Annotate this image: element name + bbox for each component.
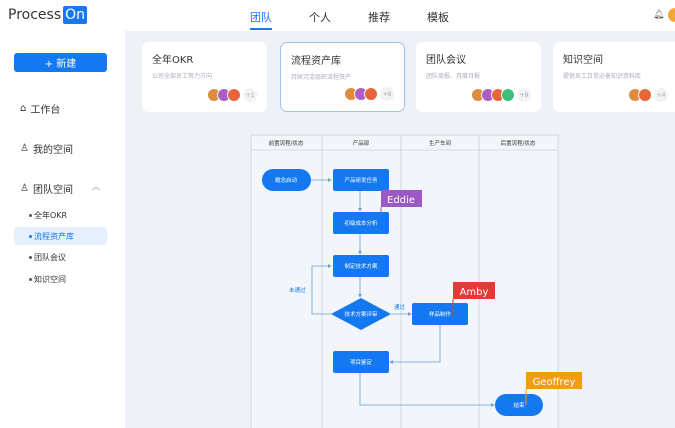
cursor-geoffrey: Geoffrey bbox=[525, 372, 582, 405]
node-cost bbox=[333, 212, 389, 234]
lane-header: 后置流程/状态 bbox=[501, 139, 536, 147]
svg-text:初级成本分析: 初级成本分析 bbox=[344, 219, 378, 227]
tab-team[interactable]: 团队 bbox=[250, 11, 272, 24]
edge-label-pass: 通过 bbox=[394, 303, 406, 311]
svg-text:Geoffrey: Geoffrey bbox=[533, 377, 576, 388]
lane-header: 产品部 bbox=[353, 139, 370, 147]
member-avatars: +9 bbox=[471, 88, 531, 102]
sidebar-item-workbench[interactable]: ⌂工作台 bbox=[20, 103, 61, 116]
cursor-amby: Amby bbox=[452, 282, 495, 316]
sidebar-sub-okr[interactable]: 全年OKR bbox=[14, 206, 107, 224]
space-card[interactable]: 知识空间提供员工日常必备知识资料库 +4 bbox=[553, 42, 675, 112]
node-appraise bbox=[333, 351, 389, 373]
tab-personal[interactable]: 个人 bbox=[309, 11, 331, 24]
node-end bbox=[495, 394, 543, 416]
cursor-eddie: Eddie bbox=[380, 190, 422, 213]
new-button[interactable]: + 新建 bbox=[14, 53, 107, 72]
svg-text:概念启动: 概念启动 bbox=[275, 176, 298, 184]
sidebar-sub-process-assets[interactable]: 流程资产库 bbox=[14, 227, 107, 245]
user-icon: ♙ bbox=[20, 143, 29, 154]
svg-text:Amby: Amby bbox=[460, 287, 489, 298]
active-tab-indicator bbox=[250, 28, 272, 30]
sidebar-sub-meetings[interactable]: 团队会议 bbox=[14, 248, 107, 266]
space-card[interactable]: 团队会议团队周报、月度月报 +9 bbox=[416, 42, 541, 112]
svg-text:产品研发任务: 产品研发任务 bbox=[344, 176, 378, 184]
avatar[interactable] bbox=[668, 8, 675, 22]
member-avatars: +1 bbox=[207, 88, 257, 102]
tab-templates[interactable]: 模板 bbox=[427, 11, 449, 24]
lane-header: 前置流程/状态 bbox=[269, 139, 304, 147]
node-review bbox=[331, 298, 391, 330]
node-sample bbox=[412, 303, 468, 325]
node-start bbox=[262, 169, 311, 191]
bell-icon[interactable]: 🔔︎ bbox=[653, 10, 665, 20]
space-card[interactable]: 流程资产库持续沉淀组织流程资产 +6 bbox=[280, 42, 405, 112]
lane-header: 生产车间 bbox=[429, 139, 451, 147]
member-avatars: +4 bbox=[628, 88, 668, 102]
sidebar-item-team-space[interactable]: ♙团队空间 bbox=[20, 183, 73, 196]
svg-text:项目鉴定: 项目鉴定 bbox=[350, 358, 373, 366]
chevron-up-icon[interactable]: ︿ bbox=[92, 182, 100, 191]
svg-text:Eddie: Eddie bbox=[387, 195, 415, 206]
sidebar-item-my-space[interactable]: ♙我的空间 bbox=[20, 143, 73, 156]
member-avatars: +6 bbox=[344, 87, 394, 101]
svg-text:制定技术方案: 制定技术方案 bbox=[344, 262, 378, 270]
node-plan bbox=[333, 255, 389, 277]
svg-text:样品制作: 样品制作 bbox=[429, 310, 452, 318]
team-icon: ♙ bbox=[20, 183, 29, 194]
edge-label-fail: 未通过 bbox=[289, 286, 306, 294]
sidebar-sub-knowledge[interactable]: 知识空间 bbox=[14, 270, 107, 288]
node-task bbox=[333, 169, 389, 191]
svg-text:结束: 结束 bbox=[513, 401, 525, 409]
home-icon: ⌂ bbox=[20, 103, 27, 114]
tab-recommend[interactable]: 推荐 bbox=[368, 11, 390, 24]
svg-text:技术方案评审: 技术方案评审 bbox=[344, 310, 378, 318]
